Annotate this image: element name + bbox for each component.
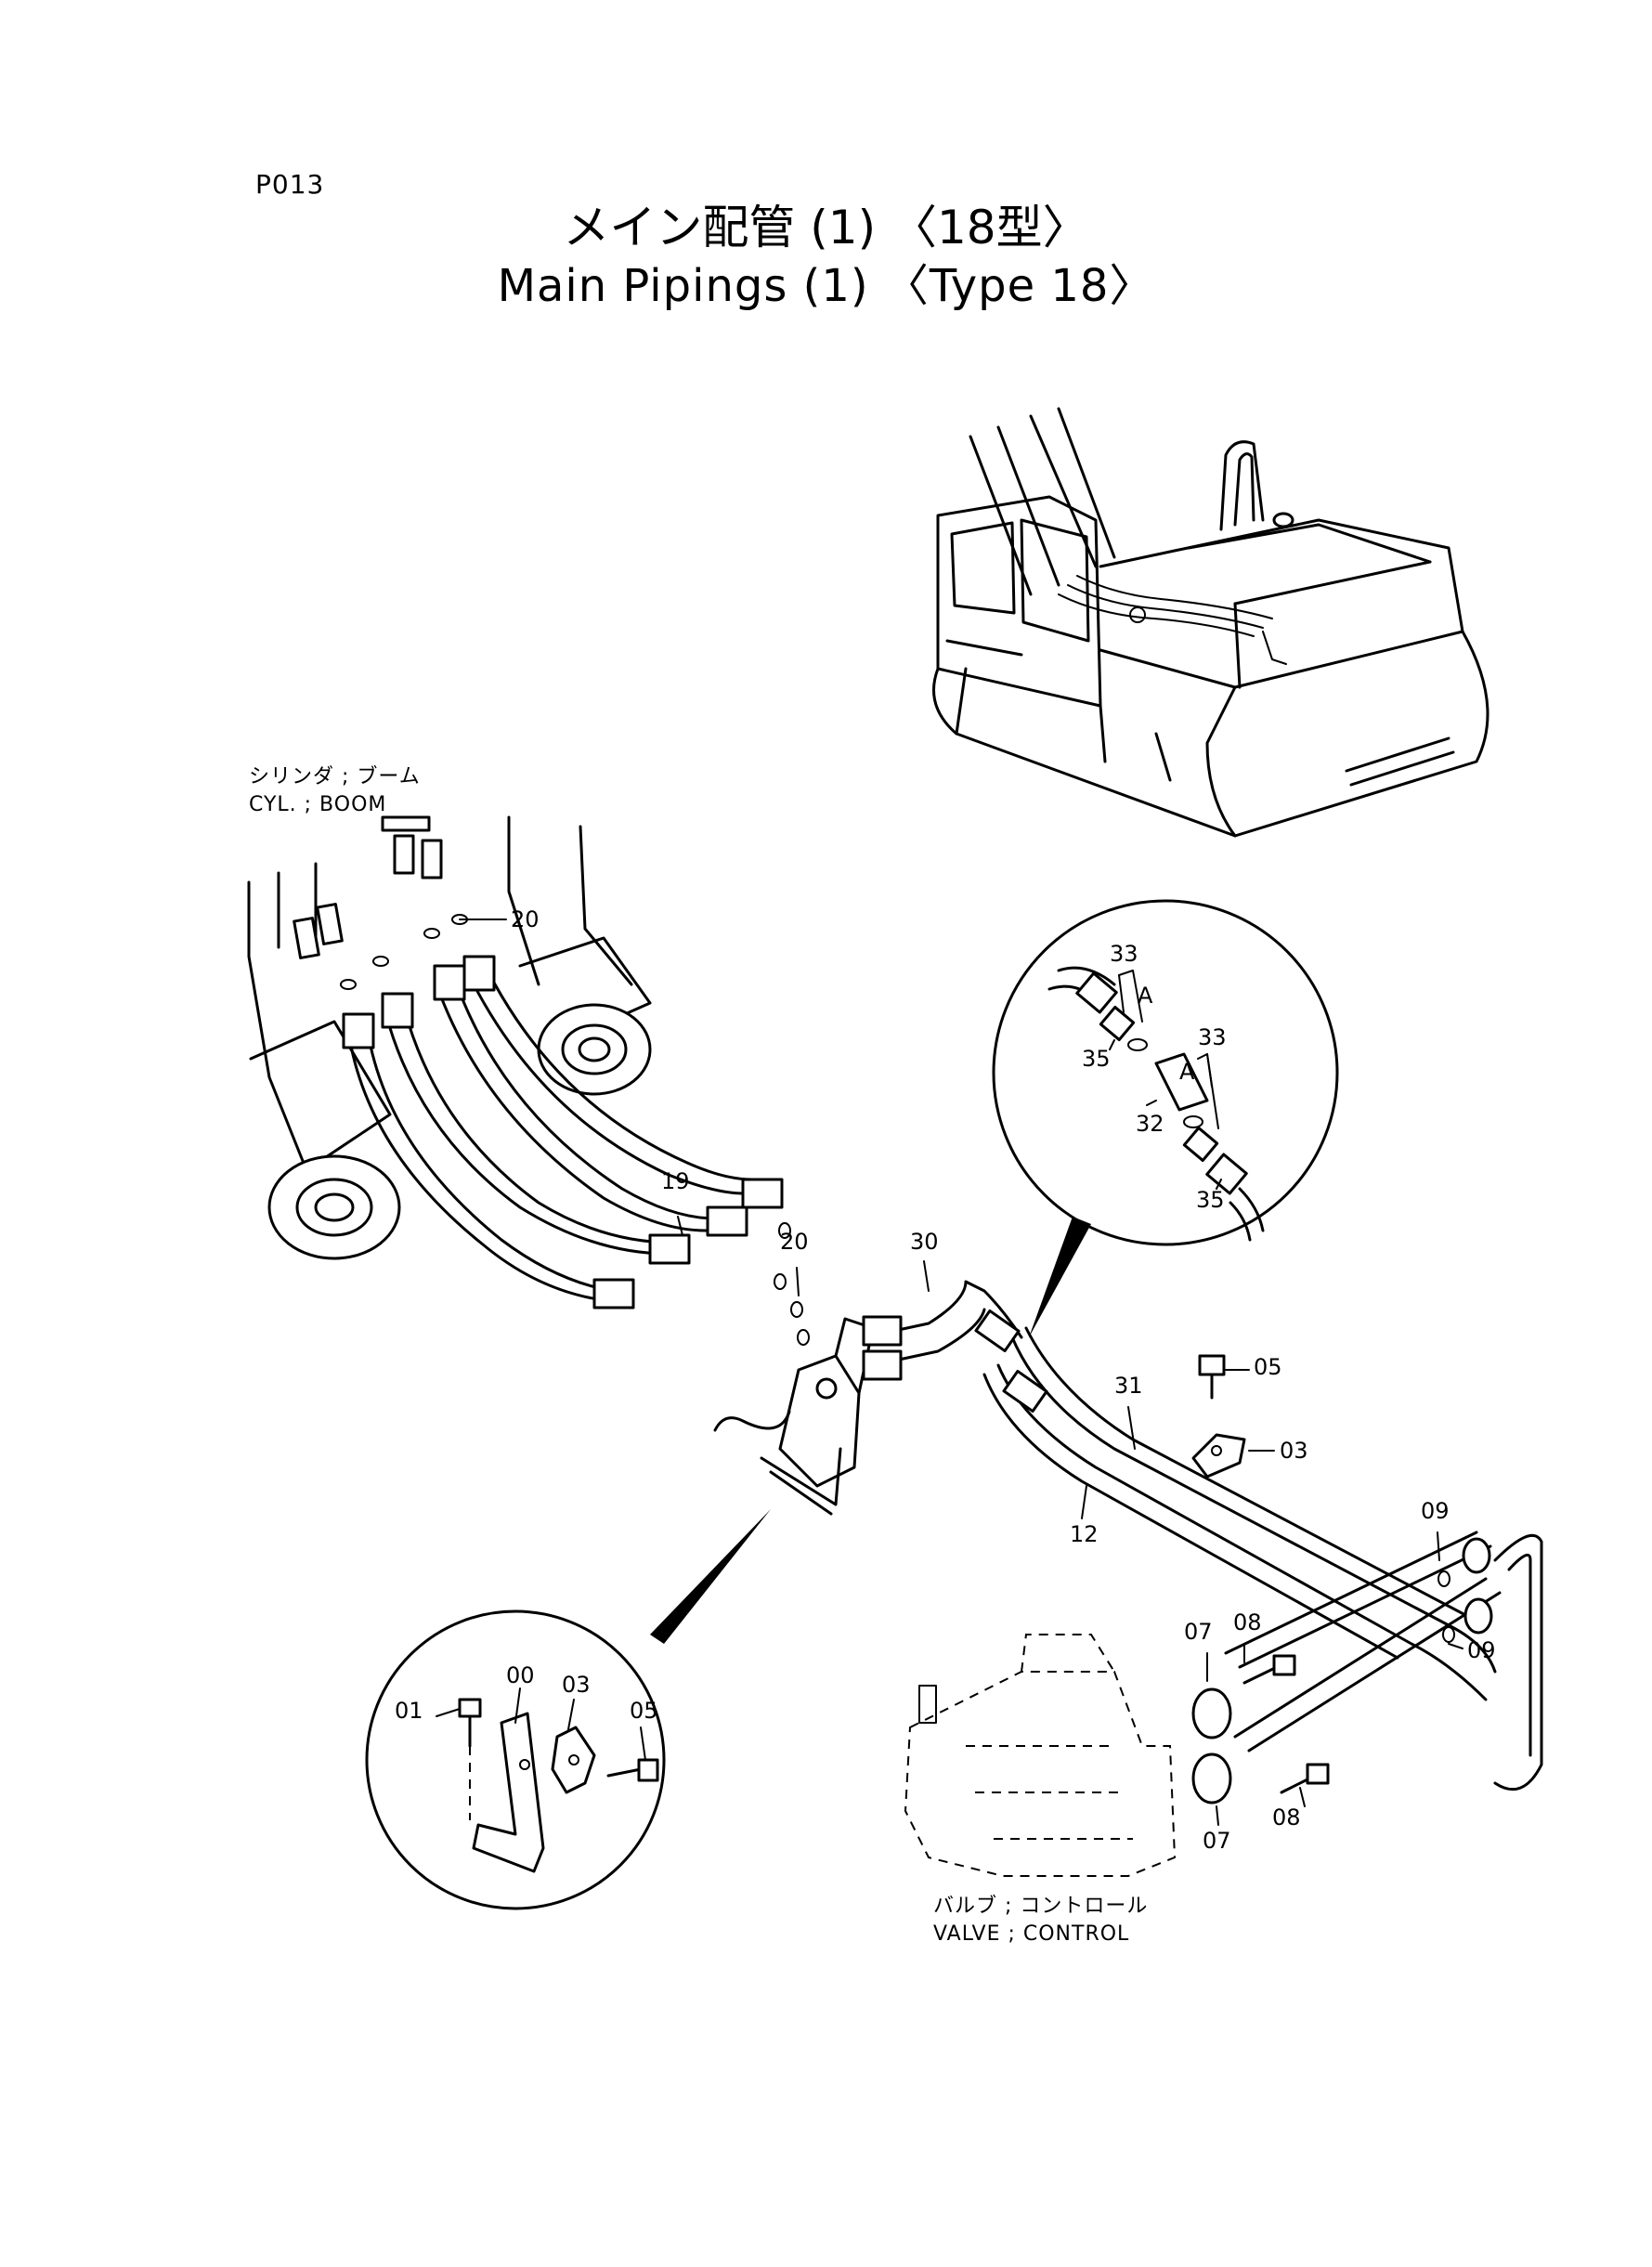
part-label-20: 20 <box>780 1229 809 1255</box>
part-label-32: 32 <box>1136 1111 1164 1137</box>
part-label-03: 03 <box>562 1672 591 1698</box>
detail-mark-a: A <box>1179 1059 1195 1085</box>
detail-circle-coupling <box>992 899 1339 1337</box>
part-label-30: 30 <box>910 1229 939 1255</box>
callout-control-valve: バルブ ; コントロール VALVE ; CONTROL <box>933 1893 1148 1948</box>
part-label-35: 35 <box>1082 1046 1111 1072</box>
part-label-33: 33 <box>1198 1024 1227 1050</box>
part-label-33: 33 <box>1110 941 1138 967</box>
part-label-08: 08 <box>1272 1804 1301 1831</box>
part-label-31: 31 <box>1114 1373 1143 1399</box>
part-label-12: 12 <box>1070 1521 1099 1547</box>
part-label-05: 05 <box>630 1698 658 1724</box>
part-label-08: 08 <box>1233 1609 1262 1635</box>
part-label-07: 07 <box>1203 1828 1231 1854</box>
detail-circle-bracket <box>365 1509 771 1910</box>
callout-boom-cylinder: シリンダ ; ブーム CYL. ; BOOM <box>249 763 421 819</box>
part-label-01: 01 <box>395 1698 423 1724</box>
title-block: メイン配管 (1) 〈18型〉 Main Pipings (1) 〈Type 1… <box>0 197 1652 314</box>
part-label-03: 03 <box>1280 1438 1308 1464</box>
part-label-19: 19 <box>661 1168 690 1194</box>
manifold-block <box>713 1315 903 1516</box>
part-label-20: 20 <box>511 906 540 932</box>
leader-lines <box>436 919 1463 1826</box>
part-label-05: 05 <box>1254 1354 1282 1380</box>
boom-cylinder-illustration <box>247 815 652 1260</box>
hose-assembly <box>340 914 810 1346</box>
callout-boom-cylinder-jp: シリンダ ; ブーム <box>249 765 421 788</box>
page-title-japanese: メイン配管 (1) 〈18型〉 <box>563 201 1089 254</box>
part-label-09: 09 <box>1421 1498 1450 1524</box>
part-label-00: 00 <box>506 1662 535 1688</box>
page-code: P013 <box>255 169 325 200</box>
control-valve-illustration <box>904 1634 1330 1877</box>
pipe-clamp-right <box>1191 1354 1246 1479</box>
callout-boom-cylinder-en: CYL. ; BOOM <box>249 793 387 816</box>
detail-mark-a: A <box>1138 983 1153 1009</box>
part-number-labels: 20 19 20 30 31 12 05 03 09 09 08 07 08 0… <box>395 906 1496 1854</box>
page-title-english: Main Pipings (1) 〈Type 18〉 <box>497 260 1155 312</box>
part-label-09: 09 <box>1467 1637 1496 1663</box>
callout-control-valve-jp: バルブ ; コントロール <box>933 1895 1149 1918</box>
excavator-overview-illustration <box>932 407 1489 838</box>
callout-control-valve-en: VALVE ; CONTROL <box>933 1922 1130 1946</box>
main-pipes <box>862 1280 1543 1791</box>
part-label-07: 07 <box>1184 1619 1213 1645</box>
part-label-35: 35 <box>1196 1187 1225 1213</box>
